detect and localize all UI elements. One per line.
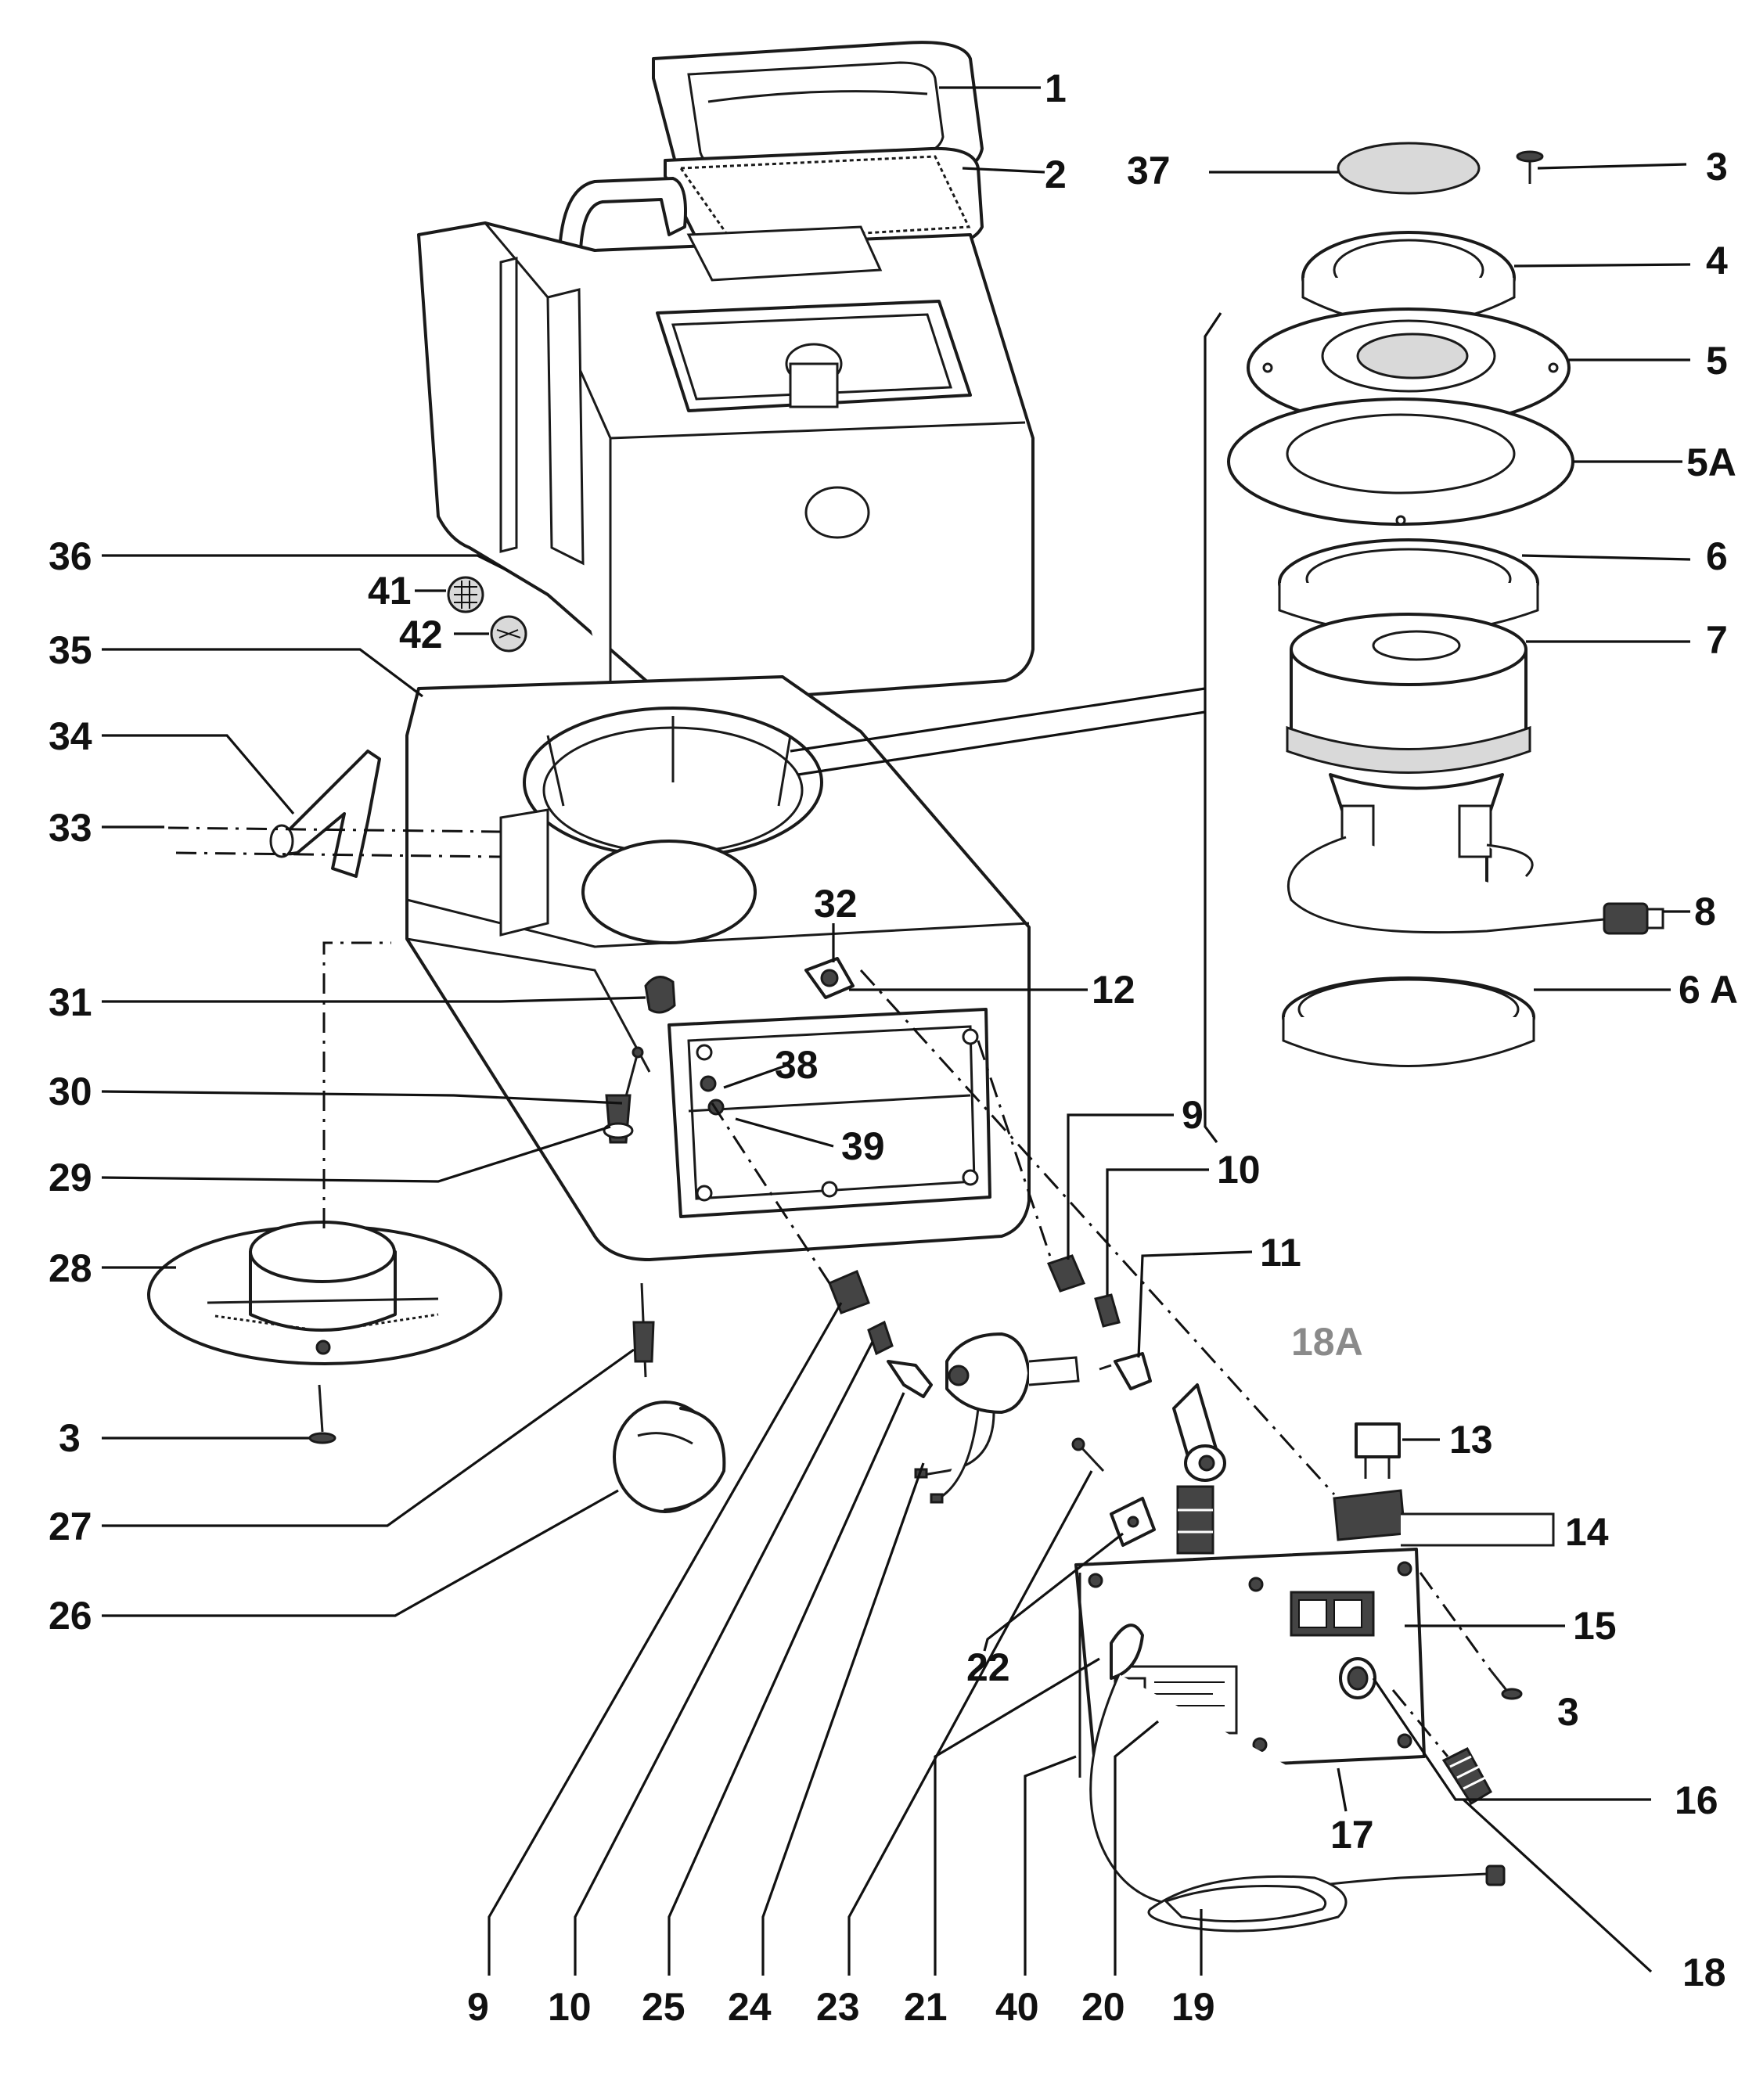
leader-lines	[101, 86, 1691, 1976]
screw-part-3-top	[1516, 150, 1544, 184]
screw-part-3-left	[308, 1384, 336, 1444]
callout-36: 36	[49, 534, 92, 578]
connector-part-32	[804, 957, 855, 999]
filter-41-42	[447, 576, 527, 653]
filter-part-18A	[1172, 1383, 1226, 1482]
callout-33: 33	[49, 806, 92, 850]
callout-31: 31	[49, 980, 92, 1024]
base-plate-part-28	[147, 1221, 502, 1365]
assembly-line-bracket-b	[175, 851, 502, 858]
callout-34: 34	[49, 714, 92, 758]
callout-1: 1	[1045, 67, 1067, 110]
coupling-part-10-right	[1094, 1293, 1121, 1328]
motor-bracket-line	[1204, 312, 1222, 1143]
gasket-part-2	[664, 146, 984, 256]
callout-5A: 5A	[1686, 440, 1736, 484]
callout-9-bottom: 9	[467, 1985, 489, 2029]
fitting-part-10-lower	[867, 1320, 894, 1356]
callout-22: 22	[966, 1645, 1010, 1689]
fitting-part-29	[603, 1094, 634, 1144]
callout-28: 28	[49, 1246, 92, 1290]
assembly-line-bracket-a	[167, 826, 502, 833]
callout-3-left: 3	[59, 1416, 81, 1460]
callout-3-top: 3	[1706, 145, 1728, 189]
assembly-line-caster	[322, 941, 391, 1228]
callout-18: 18	[1682, 1951, 1726, 1994]
callout-12: 12	[1092, 968, 1135, 1012]
gasket-part-5A	[1227, 397, 1574, 526]
callout-20: 20	[1081, 1985, 1125, 2029]
pump-part-23	[914, 1332, 1080, 1504]
callout-27: 27	[49, 1505, 92, 1548]
callout-25: 25	[642, 1985, 685, 2029]
callout-16: 16	[1675, 1778, 1718, 1822]
assembly-line-panel	[859, 969, 1336, 1496]
screw-part-3-right	[1489, 1670, 1523, 1700]
callout-3-right: 3	[1557, 1690, 1579, 1734]
tank-part-36	[417, 177, 1035, 706]
coupling-part-9-right	[1046, 1254, 1086, 1293]
motor-connector-line-b	[797, 710, 1206, 776]
plug-part-8	[1603, 902, 1664, 935]
callout-7: 7	[1706, 618, 1728, 662]
callout-5: 5	[1706, 339, 1728, 383]
callout-17: 17	[1330, 1813, 1374, 1857]
callout-40: 40	[995, 1985, 1039, 2029]
tee-part-11	[1099, 1352, 1152, 1390]
callout-37: 37	[1127, 149, 1171, 192]
bracket-part-34	[269, 750, 381, 878]
callout-10-right: 10	[1217, 1148, 1261, 1192]
callout-15: 15	[1573, 1604, 1617, 1648]
fitting-part-9-lower	[828, 1270, 870, 1314]
callout-6A: 6 A	[1679, 968, 1738, 1012]
callout-23: 23	[816, 1985, 860, 2029]
callout-21: 21	[904, 1985, 948, 2029]
callout-24: 24	[728, 1985, 772, 2029]
ring-part-6A	[1282, 976, 1535, 1067]
assembly-line-screw-3	[1419, 1572, 1492, 1671]
callout-9-right: 9	[1182, 1093, 1204, 1137]
callout-13: 13	[1449, 1418, 1493, 1462]
callout-30: 30	[49, 1070, 92, 1113]
callout-42: 42	[399, 613, 443, 656]
callout-6: 6	[1706, 534, 1728, 578]
callout-38: 38	[775, 1043, 819, 1087]
callout-32: 32	[814, 882, 858, 926]
connector-part-31	[644, 976, 676, 1014]
callout-4: 4	[1706, 239, 1728, 282]
assembly-line-coupling	[977, 1040, 1054, 1264]
plate-part-5	[1247, 307, 1571, 428]
fitting-part-18	[1441, 1747, 1493, 1806]
screw-part-24	[1071, 1437, 1105, 1473]
terminal-part-14	[1333, 1489, 1555, 1547]
assembly-line-valve	[711, 1102, 831, 1284]
connector-part-13	[1355, 1422, 1401, 1479]
callout-35: 35	[49, 628, 92, 672]
callout-19: 19	[1171, 1985, 1215, 2029]
callout-8: 8	[1694, 890, 1716, 933]
callout-2: 2	[1045, 153, 1067, 196]
base-housing-part-35	[405, 675, 1031, 1261]
callout-26: 26	[49, 1594, 92, 1638]
elbow-part-25	[887, 1360, 933, 1398]
caster-part-26	[613, 1401, 726, 1513]
callout-11: 11	[1260, 1231, 1301, 1275]
callout-39: 39	[841, 1124, 885, 1168]
callout-29: 29	[49, 1156, 92, 1199]
callout-14: 14	[1565, 1510, 1609, 1554]
callout-18A: 18A	[1291, 1320, 1363, 1364]
pin-part-27	[632, 1282, 655, 1378]
callout-labels: 1 2 37 3 4 5 5A 6 7 8 6 A 36 41 42 35 34…	[49, 67, 1738, 2029]
motor-connector-line-a	[790, 687, 1206, 753]
assembly-line-fitting-18	[1391, 1689, 1449, 1757]
motor-part-7	[1286, 613, 1605, 934]
cord-part-19	[1089, 1674, 1506, 1933]
callout-10-bottom: 10	[548, 1985, 592, 2029]
terminal-block	[1176, 1485, 1214, 1555]
callout-41: 41	[368, 569, 412, 613]
cap-part-37	[1337, 142, 1481, 195]
